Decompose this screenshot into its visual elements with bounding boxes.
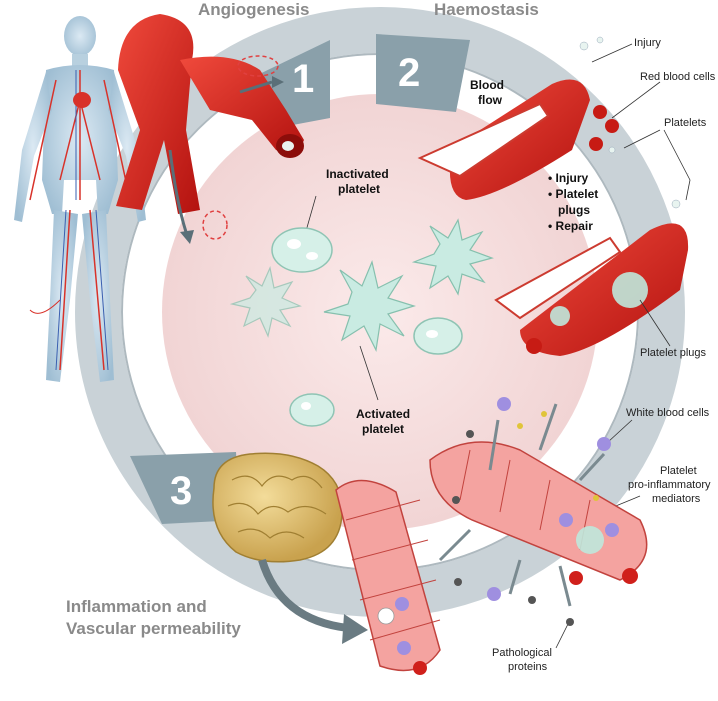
section-title-inflammation-2: Vascular permeability [66,619,241,638]
released-particles [438,397,611,626]
pathological-proteins-label-2: proteins [508,661,548,673]
inactivated-platelet-label-1: Inactivated [326,167,389,181]
step-injury: • Injury [548,171,589,185]
injury-label: Injury [634,37,661,49]
platelets-label: Platelets [664,117,707,129]
tab-haemostasis: 2 [376,34,470,112]
haemostasis-vessel-bottom [494,199,689,356]
pathological-proteins-label-1: Pathological [492,647,552,659]
brain-illustration [212,452,368,644]
step-platelet: • Platelet [548,187,598,201]
inflamed-vessel-left [335,479,441,675]
section-number-2: 2 [398,51,420,95]
red-blood-cells-label: Red blood cells [640,71,716,83]
inactivated-platelet [271,227,333,273]
white-blood-cells-label: White blood cells [626,407,710,419]
inactivated-platelet-3 [289,393,335,427]
inactivated-platelet-2 [413,317,463,355]
haemostasis-vessel-top [417,36,619,200]
section-title-haemostasis: Haemostasis [434,0,539,19]
inflamed-vessel-right [429,441,648,585]
activated-platelet-label-2: platelet [362,422,404,436]
platelet-plugs-label: Platelet plugs [640,347,707,359]
section-title-inflammation-1: Inflammation and [66,597,207,616]
angiogenesis-vessel [116,14,304,244]
mediators-label-2: pro-inflammatory [628,479,711,491]
inactivated-platelet-label-2: platelet [338,182,380,196]
step-plugs: plugs [558,203,590,217]
leader-lines [303,43,691,649]
step-repair: • Repair [548,219,593,233]
mediators-label-3: mediators [652,493,701,505]
section-number-3: 3 [170,469,192,513]
section-number-1: 1 [292,57,314,101]
section-title-angiogenesis: Angiogenesis [198,0,309,19]
mediators-label-1: Platelet [660,465,697,477]
activated-platelet-label-1: Activated [356,407,410,421]
blood-flow-label-2: flow [478,93,503,107]
activated-platelet [229,218,494,352]
haemostasis-step-list: • Injury • Platelet plugs • Repair [548,171,598,233]
blood-flow-label-1: Blood [470,78,504,92]
